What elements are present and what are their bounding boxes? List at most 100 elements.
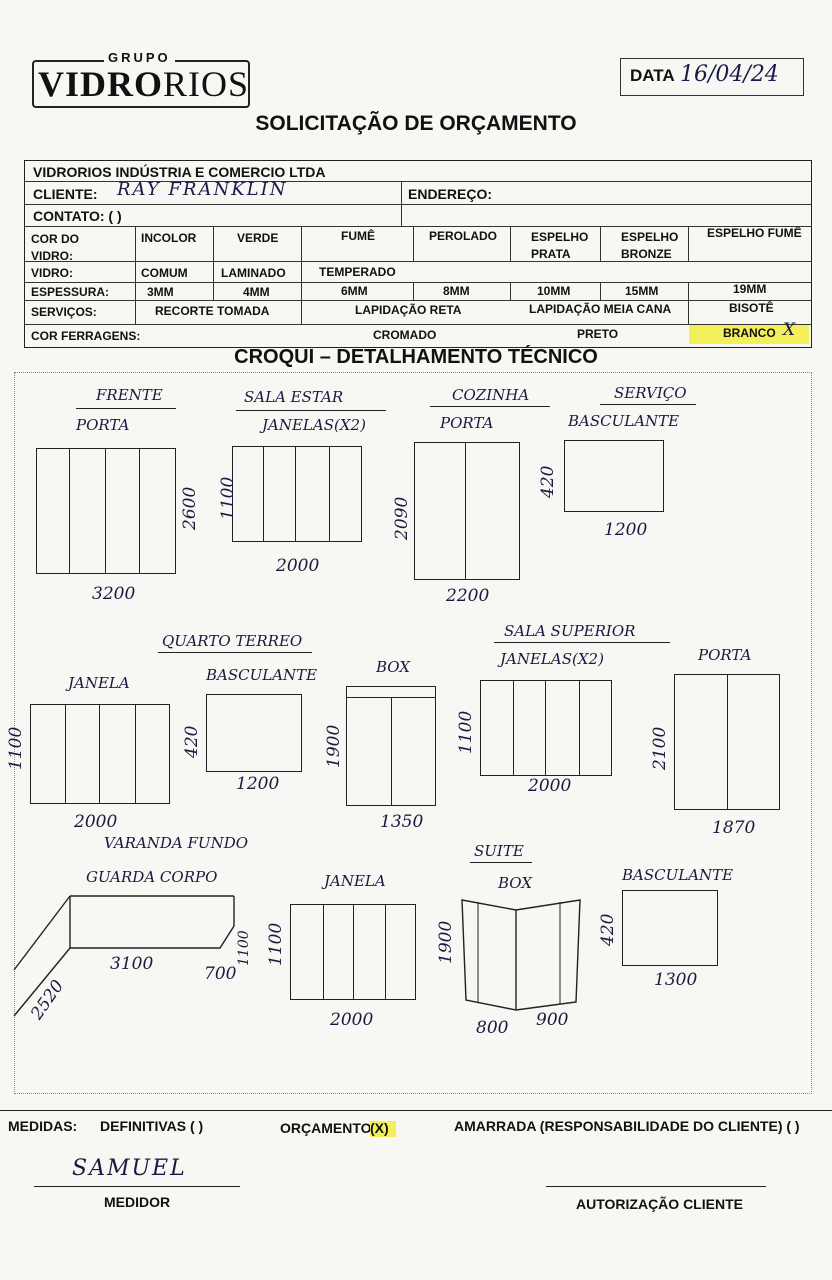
logo-grupo-text: GRUPO <box>104 50 175 65</box>
dim-height: 1100 <box>236 930 252 966</box>
servico-meia-cana: LAPIDAÇÃO MEIA CANA <box>529 302 672 316</box>
dim-b: 3100 <box>110 954 154 974</box>
underline <box>76 408 176 409</box>
esp-8mm: 8MM <box>443 284 470 298</box>
box-sketch <box>346 686 436 806</box>
guarda-corpo-sketch <box>13 895 235 1017</box>
order-form-table: VIDRORIOS INDÚSTRIA E COMERCIO LTDA CLIE… <box>24 160 812 348</box>
dim-height: 1100 <box>218 476 238 520</box>
footer-divider <box>0 1110 832 1111</box>
logo-light: RIOS <box>163 64 250 104</box>
logo-bold: VIDRO <box>38 64 164 104</box>
dim-c: 700 <box>204 964 237 984</box>
cor-fume: FUMÊ <box>341 229 375 243</box>
dim-width: 2000 <box>74 812 118 832</box>
sketch-type-label: JANELAS(X2) <box>500 650 604 668</box>
servico-basculante-sketch <box>564 440 664 512</box>
branco-highlight <box>689 325 809 344</box>
frente-porta-sketch <box>36 448 176 574</box>
dim-width: 1200 <box>236 774 280 794</box>
ferragens-preto: PRETO <box>577 327 619 341</box>
sketch-room-label: SALA ESTAR <box>244 388 344 406</box>
medidas-label: MEDIDAS: <box>8 1118 78 1134</box>
medidor-label: MEDIDOR <box>104 1194 171 1210</box>
underline <box>494 642 670 643</box>
dim-height: 1100 <box>456 710 476 754</box>
sketch-room-label: COZINHA <box>452 386 530 404</box>
sala-superior-porta-sketch <box>674 674 780 810</box>
ferragens-mark: X <box>783 320 796 340</box>
sketch-room-label: SALA SUPERIOR <box>504 622 636 640</box>
sala-superior-janela-sketch <box>480 680 612 776</box>
dim-width: 1200 <box>604 520 648 540</box>
ferragens-branco: BRANCO <box>723 326 776 340</box>
vidro-laminado: LAMINADO <box>221 266 286 280</box>
esp-19mm: 19MM <box>733 282 767 296</box>
sketch-type-label: BASCULANTE <box>622 866 734 884</box>
sketch-room-label: SUITE <box>474 842 524 860</box>
dim-height: 420 <box>598 913 618 946</box>
medidas-orcamento: ORÇAMENTO <box>280 1120 372 1136</box>
dim-height: 2090 <box>392 496 412 540</box>
sketch-type-label: BASCULANTE <box>206 666 318 684</box>
orcamento-mark: (X) <box>370 1120 389 1136</box>
sketch-room-label: SERVIÇO <box>614 384 687 402</box>
espessura-label: ESPESSURA: <box>31 285 110 299</box>
ferragens-cromado: CROMADO <box>373 328 437 342</box>
esp-3mm: 3MM <box>147 285 174 299</box>
date-label: DATA <box>630 66 675 85</box>
quarto-basculante-sketch <box>206 694 302 772</box>
sketch-room-label: FRENTE <box>96 386 163 404</box>
medidas-definitivas: DEFINITIVAS ( ) <box>100 1118 204 1134</box>
date-field <box>620 58 804 96</box>
dim-width: 3200 <box>92 584 136 604</box>
sala-estar-janela-sketch <box>232 446 362 542</box>
cliente-sign-line <box>546 1186 766 1187</box>
esp-10mm: 10MM <box>537 284 571 298</box>
sketch-type-label: PORTA <box>440 414 494 432</box>
sketch-room-label: QUARTO TERREO <box>162 632 303 650</box>
cliente-label: CLIENTE: <box>33 186 98 202</box>
underline <box>470 862 532 863</box>
croqui-title: CROQUI – DETALHAMENTO TÉCNICO <box>234 346 598 368</box>
dim-height: 2600 <box>180 486 200 530</box>
dim-height: 420 <box>182 725 202 758</box>
esp-6mm: 6MM <box>341 284 368 298</box>
cliente-value: RAY FRANKLIN <box>117 179 288 200</box>
sketch-room-label: VARANDA FUNDO <box>104 834 249 852</box>
croqui-area <box>14 372 812 1094</box>
sketch-type-label: PORTA <box>698 646 752 664</box>
dim-width: 2000 <box>276 556 320 576</box>
underline <box>430 406 550 407</box>
vidro-temperado: TEMPERADO <box>319 265 396 279</box>
dim-b: 900 <box>536 1010 569 1030</box>
cor-espelho-fume: ESPELHO FUMÊ <box>707 226 802 240</box>
esp-4mm: 4MM <box>243 285 270 299</box>
dim-height: 1100 <box>266 922 286 966</box>
dim-a: 800 <box>476 1018 509 1038</box>
sketch-type-label: BOX <box>498 874 533 892</box>
cor-perolado: PEROLADO <box>429 229 498 243</box>
esp-15mm: 15MM <box>625 284 659 298</box>
servico-bisote: BISOTÊ <box>729 301 774 315</box>
cor-verde: VERDE <box>237 231 279 245</box>
janela-sketch <box>290 904 416 1000</box>
sketch-type-label: JANELAS(X2) <box>262 416 366 434</box>
dim-width: 2000 <box>528 776 572 796</box>
dim-width: 1300 <box>654 970 698 990</box>
suite-basculante-sketch <box>622 890 718 966</box>
dim-height: 1100 <box>6 726 26 770</box>
suite-box-sketch <box>461 899 581 1011</box>
sketch-type-label: PORTA <box>76 416 130 434</box>
underline <box>236 410 386 411</box>
sketch-type-label: JANELA <box>68 674 130 692</box>
dim-height: 2100 <box>650 726 670 770</box>
autorizacao-label: AUTORIZAÇÃO CLIENTE <box>576 1196 743 1212</box>
underline <box>158 652 312 653</box>
orcamento-highlight <box>370 1121 396 1137</box>
medidor-sign-line <box>34 1186 240 1187</box>
servicos-label: SERVIÇOS: <box>31 305 97 319</box>
cor-espelho-bronze: ESPELHO BRONZE <box>621 230 679 261</box>
contato-label: CONTATO: ( ) <box>33 208 122 224</box>
logo: VIDRORIOS <box>38 64 249 104</box>
